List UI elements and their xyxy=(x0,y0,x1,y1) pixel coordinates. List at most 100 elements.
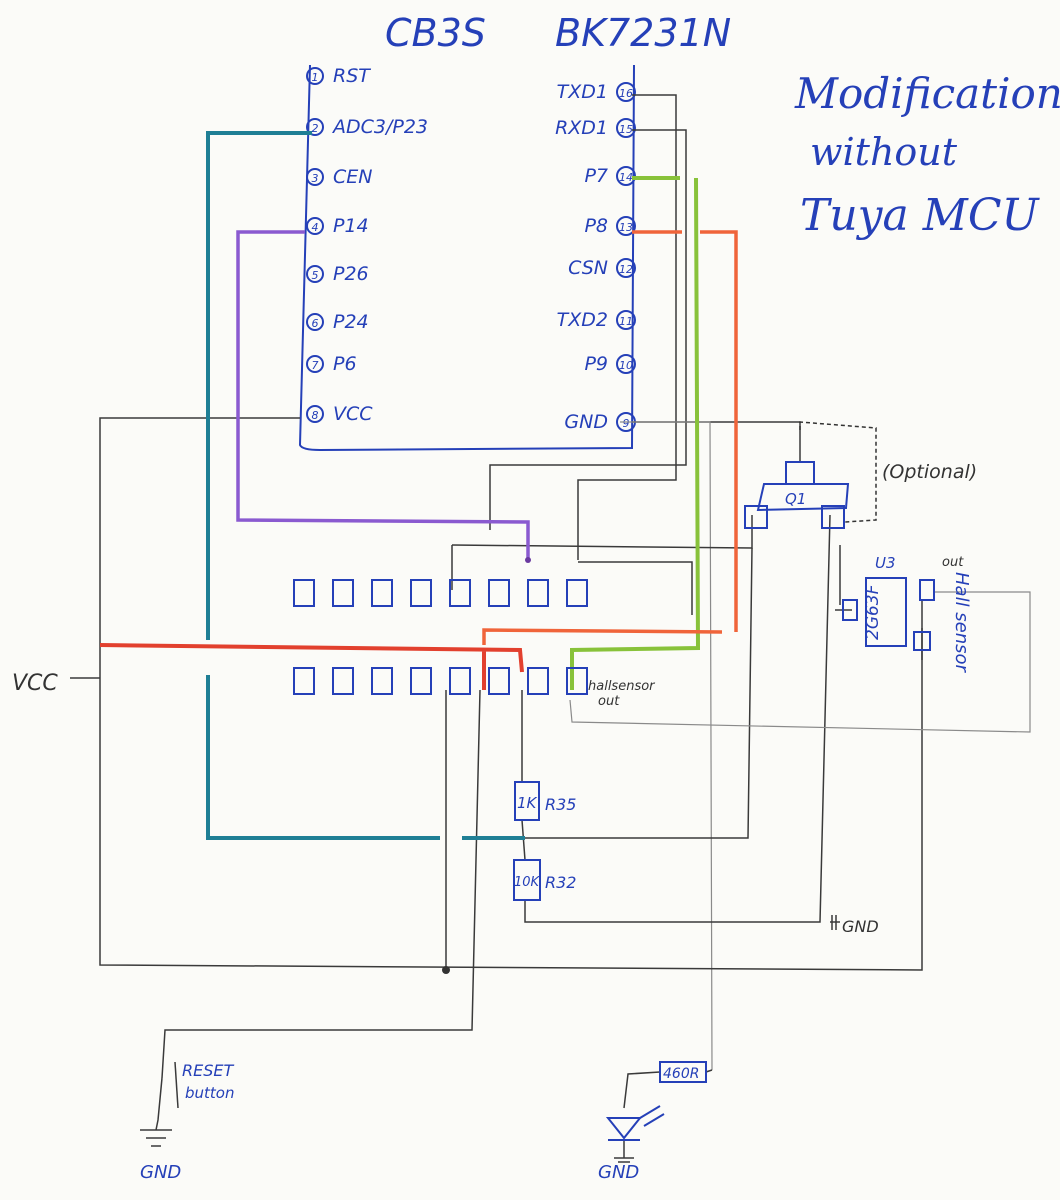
svg-text:460R: 460R xyxy=(663,1066,699,1082)
svg-text:Q1: Q1 xyxy=(785,490,806,508)
pin-number: 15 xyxy=(619,123,633,136)
svg-text:without: without xyxy=(810,130,958,174)
pin-name: P8 xyxy=(584,215,608,237)
pin-name: GND xyxy=(564,411,608,433)
header-pad xyxy=(293,667,315,695)
pin-number: 10 xyxy=(619,359,633,372)
header-row-top xyxy=(293,579,588,607)
gnd-label-right: GND xyxy=(831,915,879,936)
header-pad xyxy=(527,579,549,607)
pin-name: VCC xyxy=(333,403,373,425)
hallsensor-out-label: hallsensor out xyxy=(588,679,656,709)
header-pad xyxy=(410,667,432,695)
svg-text:2G63F: 2G63F xyxy=(863,584,883,640)
header-pad xyxy=(332,579,354,607)
resistor-r35: 1K R35 xyxy=(514,781,576,821)
svg-text:out: out xyxy=(598,694,620,709)
svg-text:out: out xyxy=(942,555,964,570)
pin-name: CEN xyxy=(333,166,372,188)
left-pin-5: 5 P26 xyxy=(306,263,369,285)
pin-name: TXD2 xyxy=(557,309,608,331)
left-pin-8: 8 VCC xyxy=(306,403,373,425)
svg-text:button: button xyxy=(185,1084,234,1102)
led-diode-symbol: GND xyxy=(598,1105,665,1183)
cb3s-module-outline xyxy=(298,64,635,452)
teal-wire-adc xyxy=(206,131,525,840)
header-pad xyxy=(293,579,315,607)
svg-text:GND: GND xyxy=(598,1162,639,1183)
pin-number: 16 xyxy=(619,87,633,100)
pin-number: 4 xyxy=(312,221,319,234)
junction-dot xyxy=(525,557,531,563)
pin-name: ADC3/P23 xyxy=(331,116,428,138)
orange-wire-p8 xyxy=(482,230,738,645)
left-pin-6: 6 P24 xyxy=(306,311,369,333)
svg-text:Hall sensor: Hall sensor xyxy=(951,572,972,674)
header-pad xyxy=(527,667,549,695)
pin-name: P14 xyxy=(333,215,369,237)
right-pin-11: 11 TXD2 xyxy=(557,309,636,331)
header-pad xyxy=(449,667,471,695)
vcc-label: VCC xyxy=(12,671,58,696)
header-pad xyxy=(566,579,588,607)
pin-number: 3 xyxy=(312,172,319,185)
svg-text:Modification: Modification xyxy=(794,69,1060,118)
resistor-r32: 10K R32 xyxy=(513,859,576,901)
pin-number: 11 xyxy=(619,315,633,328)
pin-name: RST xyxy=(333,65,371,87)
pin-number: 12 xyxy=(619,263,633,276)
pin-number: 8 xyxy=(312,409,319,422)
header-pad xyxy=(449,579,471,607)
pin-number: 2 xyxy=(312,122,319,135)
junction-dot xyxy=(442,966,450,974)
svg-text:GND: GND xyxy=(140,1162,181,1183)
hall-sensor-u3: U3 2G63F out Hall sensor xyxy=(842,554,972,674)
q1-transistor: Q1 xyxy=(744,461,850,529)
header-pad xyxy=(371,579,393,607)
right-pin-12: 12 CSN xyxy=(568,257,636,279)
svg-text:R35: R35 xyxy=(545,795,576,814)
soc-title: BK7231N xyxy=(555,11,731,55)
chip-title: CB3S xyxy=(385,11,486,55)
pin-number: 9 xyxy=(623,417,630,430)
led-resistor: 460R xyxy=(659,1061,707,1083)
pin-number: 5 xyxy=(312,269,319,282)
svg-text:1K: 1K xyxy=(517,794,538,812)
pin-number: 14 xyxy=(619,171,633,184)
svg-text:RESET: RESET xyxy=(182,1061,234,1080)
left-pin-4: 4 P14 xyxy=(306,215,369,237)
svg-text:Tuya MCU: Tuya MCU xyxy=(800,190,1040,241)
header-pad xyxy=(371,667,393,695)
left-pin-3: 3 CEN xyxy=(306,166,372,188)
svg-text:10K: 10K xyxy=(514,875,541,890)
header-pad xyxy=(410,579,432,607)
svg-text:hallsensor: hallsensor xyxy=(588,679,656,694)
header-pad xyxy=(332,667,354,695)
pin-name: P26 xyxy=(333,263,369,285)
pin-number: 6 xyxy=(312,317,319,330)
pin-number: 1 xyxy=(312,71,319,84)
optional-dashed-line xyxy=(799,421,877,523)
pin-name: CSN xyxy=(568,257,608,279)
optional-label: (Optional) xyxy=(882,461,977,483)
pin-name: RXD1 xyxy=(555,117,608,139)
pencil-wires xyxy=(70,94,1031,1158)
header-row-bottom xyxy=(293,667,588,695)
header-pad xyxy=(488,579,510,607)
pin-name: P7 xyxy=(584,165,608,187)
right-pin-15: 15 RXD1 xyxy=(555,117,636,139)
header-pad xyxy=(566,667,588,695)
svg-text:R32: R32 xyxy=(545,873,576,892)
right-pin-14: 14 P7 xyxy=(584,165,636,187)
svg-text:U3: U3 xyxy=(875,554,896,572)
pin-name: P24 xyxy=(333,311,369,333)
left-pin-1: 1 RST xyxy=(306,65,371,87)
purple-wire-p14 xyxy=(236,230,530,560)
